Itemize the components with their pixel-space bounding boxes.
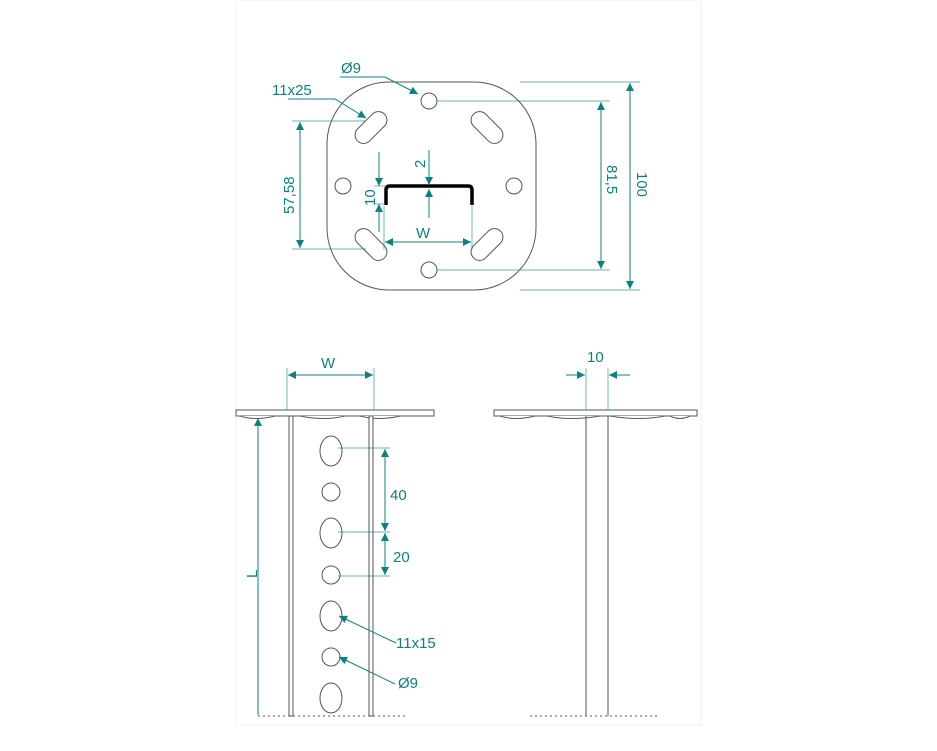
slot-bottom-left bbox=[354, 228, 388, 261]
leader-post-hole bbox=[338, 656, 396, 685]
label-hole-spacing: 81,5 bbox=[603, 165, 620, 194]
label-slot-spacing: 57,58 bbox=[281, 176, 298, 214]
slot-bottom-right bbox=[470, 228, 504, 261]
end-plate bbox=[493, 409, 698, 417]
label-channel-height: 10 bbox=[362, 189, 379, 206]
hole-bottom bbox=[420, 261, 438, 279]
post-slot bbox=[319, 600, 343, 632]
slot-top-right bbox=[470, 111, 504, 144]
label-thickness: 10 bbox=[587, 349, 604, 366]
post-slot bbox=[319, 517, 343, 549]
channel-profile bbox=[384, 184, 474, 205]
label-hole-diameter: Ø9 bbox=[341, 60, 361, 77]
leader-slot bbox=[288, 98, 367, 119]
post-hole bbox=[321, 565, 341, 585]
leader-hole bbox=[340, 76, 419, 95]
post-slot bbox=[319, 435, 343, 467]
label-post-hole-diameter: Ø9 bbox=[398, 675, 418, 692]
label-pitch-large: 40 bbox=[390, 487, 407, 504]
end-view: 10 bbox=[493, 349, 698, 717]
post-flange-right bbox=[368, 415, 374, 717]
slot-top-left bbox=[354, 111, 388, 144]
label-channel-width: W bbox=[416, 225, 431, 242]
hole-right bbox=[505, 177, 523, 195]
label-plate-size: 100 bbox=[633, 172, 650, 197]
hole-top bbox=[420, 92, 438, 110]
side-view: W L 40 20 11x15 Ø9 bbox=[235, 355, 436, 717]
side-plate bbox=[235, 409, 435, 417]
label-post-slot-size: 11x15 bbox=[396, 635, 436, 652]
post-slot bbox=[319, 682, 343, 714]
label-post-width: W bbox=[321, 355, 336, 372]
leader-post-slot bbox=[338, 615, 397, 644]
post-hole bbox=[321, 482, 341, 502]
label-slot-size: 11x25 bbox=[272, 82, 312, 99]
label-length: L bbox=[244, 570, 261, 578]
top-view: 100 81,5 57,58 W 10 2 Ø9 11x25 bbox=[272, 60, 650, 291]
label-channel-thickness: 2 bbox=[412, 160, 429, 168]
hole-left bbox=[334, 177, 352, 195]
label-pitch-small: 20 bbox=[393, 549, 410, 566]
post-hole bbox=[321, 647, 341, 667]
post-flange-left bbox=[288, 415, 294, 717]
